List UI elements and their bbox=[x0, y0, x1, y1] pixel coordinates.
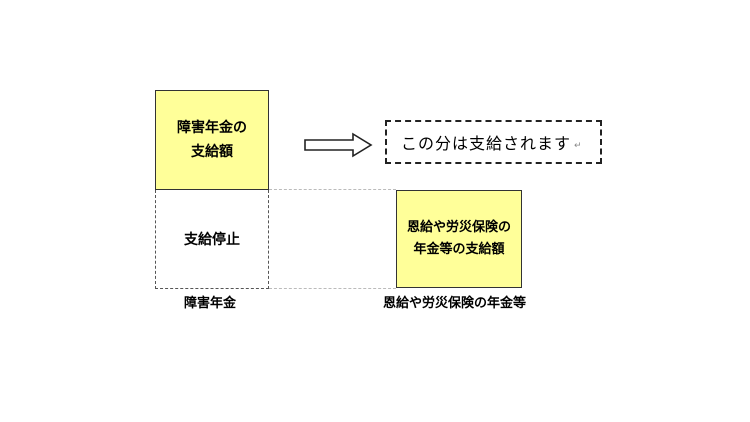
disability-pension-amount-box: 障害年金の 支給額 bbox=[155, 90, 269, 190]
return-mark-icon: ↵ bbox=[574, 141, 583, 151]
other-pension-amount-line1: 恩給や労災保険の bbox=[406, 220, 511, 235]
disability-pension-amount-line2: 支給額 bbox=[191, 144, 233, 160]
callout-box: この分は支給されます ↵ bbox=[385, 120, 602, 164]
other-pension-caption: 恩給や労災保険の年金等 bbox=[383, 296, 527, 311]
right-arrow-icon bbox=[304, 132, 373, 158]
guide-line-top bbox=[269, 189, 396, 190]
other-pension-amount-box: 恩給や労災保険の 年金等の支給額 bbox=[396, 190, 522, 288]
payment-suspended-label: 支給停止 bbox=[184, 232, 240, 248]
disability-pension-caption: 障害年金 bbox=[184, 296, 237, 311]
callout-text: この分は支給されます bbox=[401, 134, 572, 153]
guide-line-bottom bbox=[269, 288, 396, 289]
other-pension-amount-line2: 年金等の支給額 bbox=[413, 242, 505, 257]
disability-pension-amount-line1: 障害年金の bbox=[177, 120, 247, 136]
payment-suspended-box: 支給停止 bbox=[155, 190, 269, 289]
